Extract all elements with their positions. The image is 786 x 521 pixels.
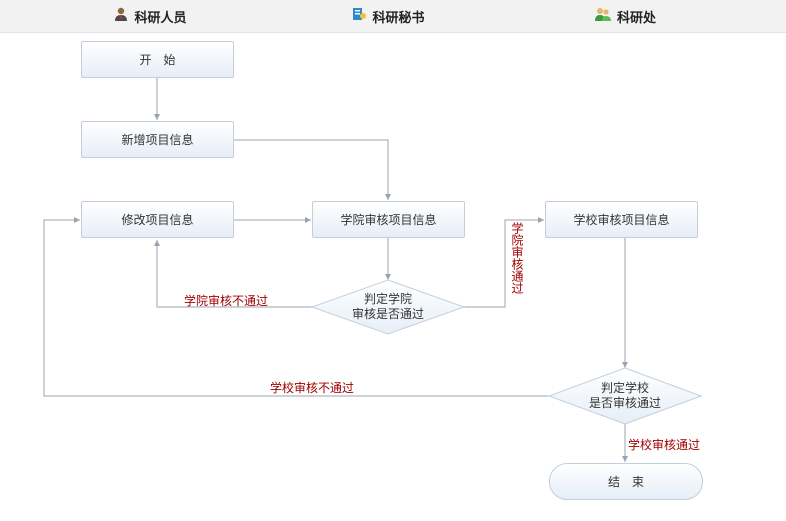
lane-researcher: 科研人员 [30,0,270,32]
node-end[interactable]: 结 束 [549,463,703,500]
decision-school-shape [547,367,703,425]
node-college-review[interactable]: 学院审核项目信息 [312,201,465,238]
node-start-label: 开 始 [139,53,176,67]
edge-college-fail-to-edit [154,240,312,308]
researcher-person-icon [113,6,129,26]
node-add-project-info-label: 新增项目信息 [121,133,194,147]
decision-school-label: 判定学校 是否审核通过 [588,381,661,410]
edge-label-school-pass: 学校审核通过 [628,438,701,452]
edge-school-fail-to-edit [43,217,549,397]
research-office-people-icon [594,6,612,26]
edge-add-to-college-review [234,139,391,200]
node-add-project-info[interactable]: 新增项目信息 [81,121,234,158]
lane-secretary-title: 科研秘书 [372,10,425,26]
lane-secretary: 科研秘书 [268,0,508,32]
decision-college-shape [310,279,466,335]
lane-research-office: 科研处 [505,0,745,32]
node-school-review[interactable]: 学校审核项目信息 [545,201,698,238]
decision-college[interactable]: 判定学院 审核是否通过 [312,280,464,334]
node-edit-project-info[interactable]: 修改项目信息 [81,201,234,238]
node-start[interactable]: 开 始 [81,41,234,78]
node-school-review-label: 学校审核项目信息 [573,213,670,227]
lane-researcher-title: 科研人员 [134,10,187,26]
edge-label-college-fail: 学院审核不通过 [184,294,269,308]
lane-research-office-title: 科研处 [616,10,656,26]
node-college-review-label: 学院审核项目信息 [340,213,437,227]
swimlane-header: 科研人员 科研秘书 科研处 [0,0,786,33]
node-edit-project-info-label: 修改项目信息 [121,213,194,227]
edge-label-college-pass: 学院审核通过 [510,222,524,294]
node-end-label: 结 束 [607,475,644,489]
secretary-notebook-icon [351,6,367,26]
edge-college-pass-to-school-review [464,217,544,308]
decision-college-label: 判定学院 审核是否通过 [351,292,424,321]
decision-school[interactable]: 判定学校 是否审核通过 [549,368,701,424]
edge-label-school-fail: 学校审核不通过 [270,381,355,395]
